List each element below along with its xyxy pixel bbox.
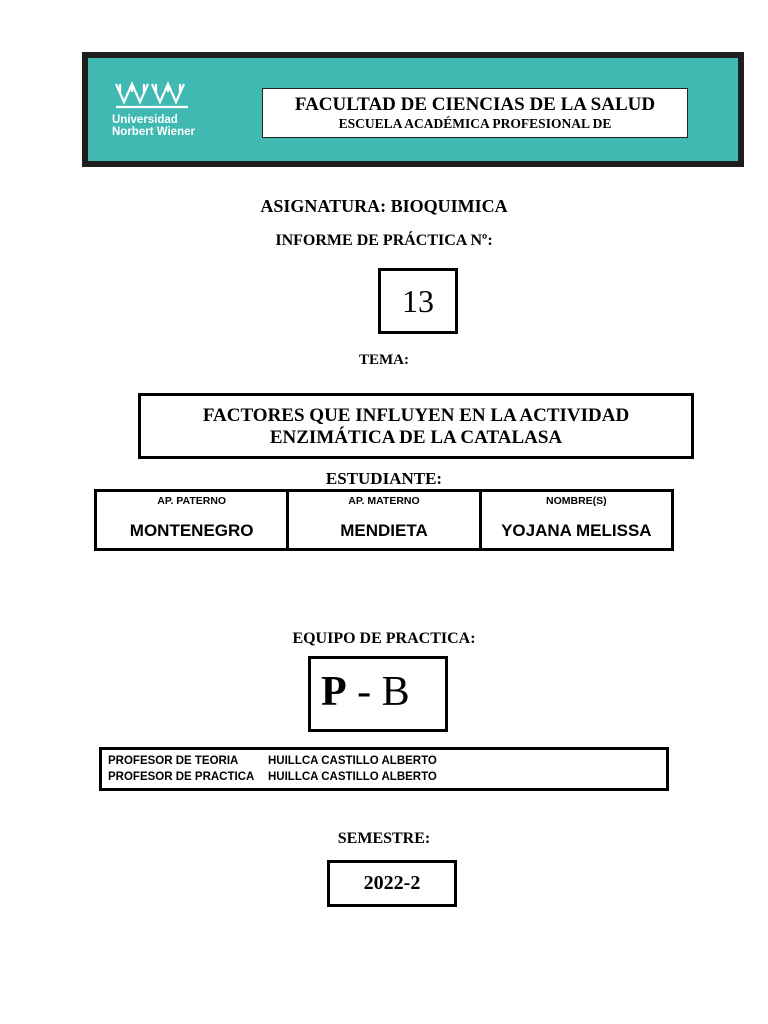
professor-row-theory: PROFESOR DE TEORIA HUILLCA CASTILLO ALBE… xyxy=(108,753,666,769)
student-col-names: NOMBRE(S) YOJANA MELISSA xyxy=(478,492,671,548)
logo-text: Universidad Norbert Wiener xyxy=(112,114,195,138)
student-col-maternal: AP. MATERNO MENDIETA xyxy=(286,492,478,548)
topic-line-1: FACTORES QUE INFLUYEN EN LA ACTIVIDAD xyxy=(202,405,630,426)
professor-label: PROFESOR DE PRACTICA xyxy=(108,771,255,783)
student-paternal-surname: MONTENEGRO xyxy=(129,521,254,540)
student-maternal-surname: MENDIETA xyxy=(340,521,428,540)
logo-line-2: Norbert Wiener xyxy=(112,126,195,138)
report-number: 13 xyxy=(402,283,434,319)
semester-box: 2022-2 xyxy=(327,860,457,907)
topic-label: TEMA: xyxy=(359,352,409,368)
student-table: AP. PATERNO MONTENEGRO AP. MATERNO MENDI… xyxy=(94,489,674,551)
professor-row-practice: PROFESOR DE PRACTICA HUILLCA CASTILLO AL… xyxy=(108,769,666,785)
student-label: ESTUDIANTE: xyxy=(325,469,443,488)
logo-book-icon xyxy=(114,81,188,109)
topic-line-2: ENZIMÁTICA DE LA CATALASA xyxy=(269,427,563,448)
semester-label: SEMESTRE: xyxy=(337,830,431,847)
team-letter-2: B xyxy=(381,669,410,715)
student-col-paternal: AP. PATERNO MONTENEGRO xyxy=(97,492,286,548)
header-banner: Universidad Norbert Wiener FACULTAD DE C… xyxy=(82,52,744,167)
header-banner-inner: Universidad Norbert Wiener FACULTAD DE C… xyxy=(88,58,738,161)
report-label: INFORME DE PRÁCTICA Nº: xyxy=(275,232,493,249)
column-header: NOMBRE(S) xyxy=(545,495,607,507)
report-number-box: 13 xyxy=(378,268,458,334)
course-title: ASIGNATURA: BIOQUIMICA xyxy=(260,196,508,216)
column-header: AP. PATERNO xyxy=(157,495,227,507)
column-header: AP. MATERNO xyxy=(348,495,420,507)
professor-name: HUILLCA CASTILLO ALBERTO xyxy=(268,755,437,767)
faculty-subtitle: ESCUELA ACADÉMICA PROFESIONAL DE xyxy=(338,116,612,131)
professor-name: HUILLCA CASTILLO ALBERTO xyxy=(268,771,437,783)
university-logo: Universidad Norbert Wiener xyxy=(112,76,222,146)
topic-box: FACTORES QUE INFLUYEN EN LA ACTIVIDAD EN… xyxy=(138,393,694,459)
professor-label: PROFESOR DE TEORIA xyxy=(108,755,239,767)
faculty-box: FACULTAD DE CIENCIAS DE LA SALUD ESCUELA… xyxy=(262,88,688,138)
faculty-title: FACULTAD DE CIENCIAS DE LA SALUD xyxy=(294,94,656,115)
team-separator: - xyxy=(357,669,372,715)
team-letter-1: P xyxy=(321,669,347,715)
student-first-names: YOJANA MELISSA xyxy=(501,521,652,540)
professors-box: PROFESOR DE TEORIA HUILLCA CASTILLO ALBE… xyxy=(99,747,669,791)
logo-line-1: Universidad xyxy=(112,114,178,126)
team-box: P - B xyxy=(308,656,448,732)
semester-value: 2022-2 xyxy=(363,872,421,894)
team-label: EQUIPO DE PRACTICA: xyxy=(292,630,476,647)
